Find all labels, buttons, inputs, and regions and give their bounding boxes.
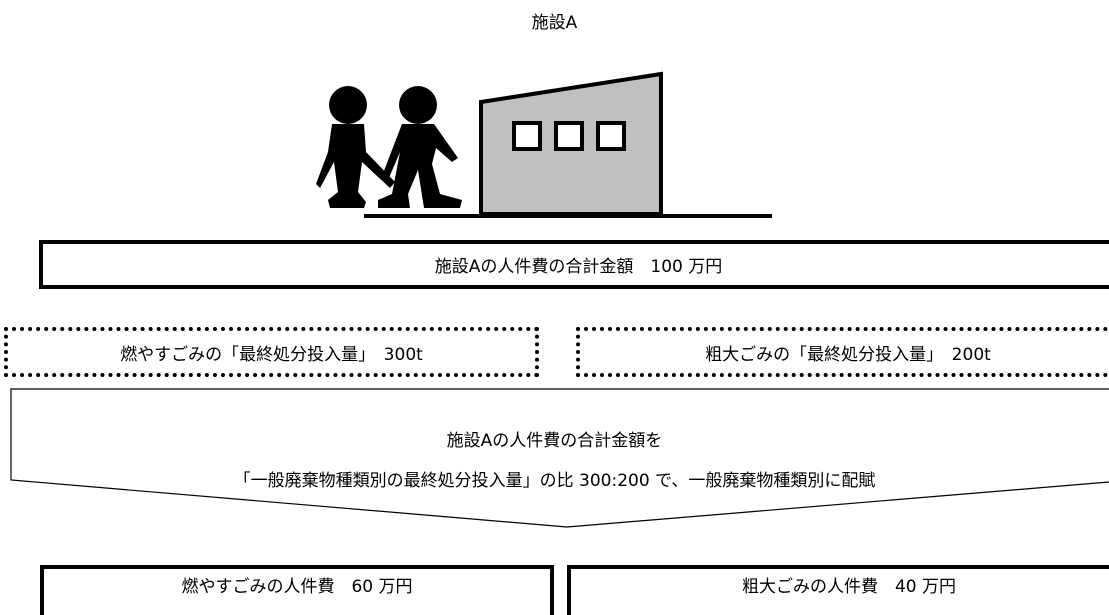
burnable-cost-label: 燃やすごみの人件費 60 万円: [181, 576, 413, 597]
bulky-cost-label: 粗大ごみの人件費 40 万円: [741, 576, 957, 597]
total-cost-box: 施設Aの人件費の合計金額 100 万円: [39, 240, 1109, 289]
burnable-cost-box: 燃やすごみの人件費 60 万円: [40, 565, 554, 615]
allocation-text-line2: 「一般廃棄物種類別の最終処分投入量」の比 300:200 で、一般廃棄物種類別に…: [233, 471, 876, 491]
bulky-input-label: 粗大ごみの「最終処分投入量」 200t: [705, 344, 991, 365]
burnable-input-label: 燃やすごみの「最終処分投入量」 300t: [120, 344, 423, 365]
allocation-text-line1: 施設Aの人件費の合計金額を: [446, 431, 663, 451]
facility-building-icon: [364, 71, 772, 218]
bulky-input-box: 粗大ごみの「最終処分投入量」 200t: [576, 327, 1109, 377]
bulky-cost-box: 粗大ごみの人件費 40 万円: [567, 565, 1109, 615]
allocation-arrow: [10, 388, 1109, 528]
people-holding-hands-icon: [316, 86, 462, 208]
burnable-input-box: 燃やすごみの「最終処分投入量」 300t: [4, 327, 539, 377]
facility-title: 施設A: [531, 13, 578, 33]
facility-illustration: [316, 71, 772, 218]
total-cost-label: 施設Aの人件費の合計金額 100 万円: [434, 257, 723, 277]
